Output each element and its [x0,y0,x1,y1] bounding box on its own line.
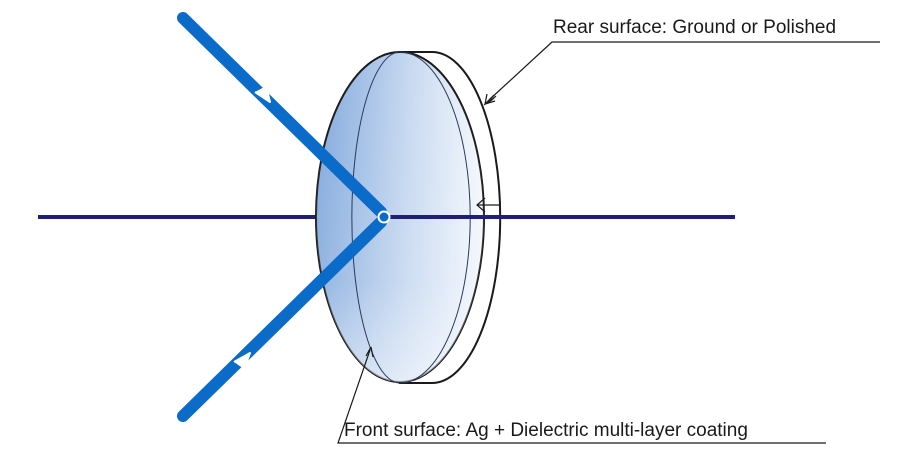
incident-arrow-mark [254,85,271,103]
rear-surface-leader [483,41,880,106]
mirror-inner-rim [351,51,471,384]
reflected-beam [177,216,387,422]
rear-direction-arrow-icon [476,197,500,213]
front-surface-leader [337,346,826,444]
reflected-arrow-mark [233,352,251,370]
front-surface-label: Front surface: Ag + Dielectric multi-lay… [344,420,748,441]
incident-beam [177,12,387,218]
rear-surface-label: Rear surface: Ground or Polished [553,17,836,38]
reflection-point [377,210,391,224]
